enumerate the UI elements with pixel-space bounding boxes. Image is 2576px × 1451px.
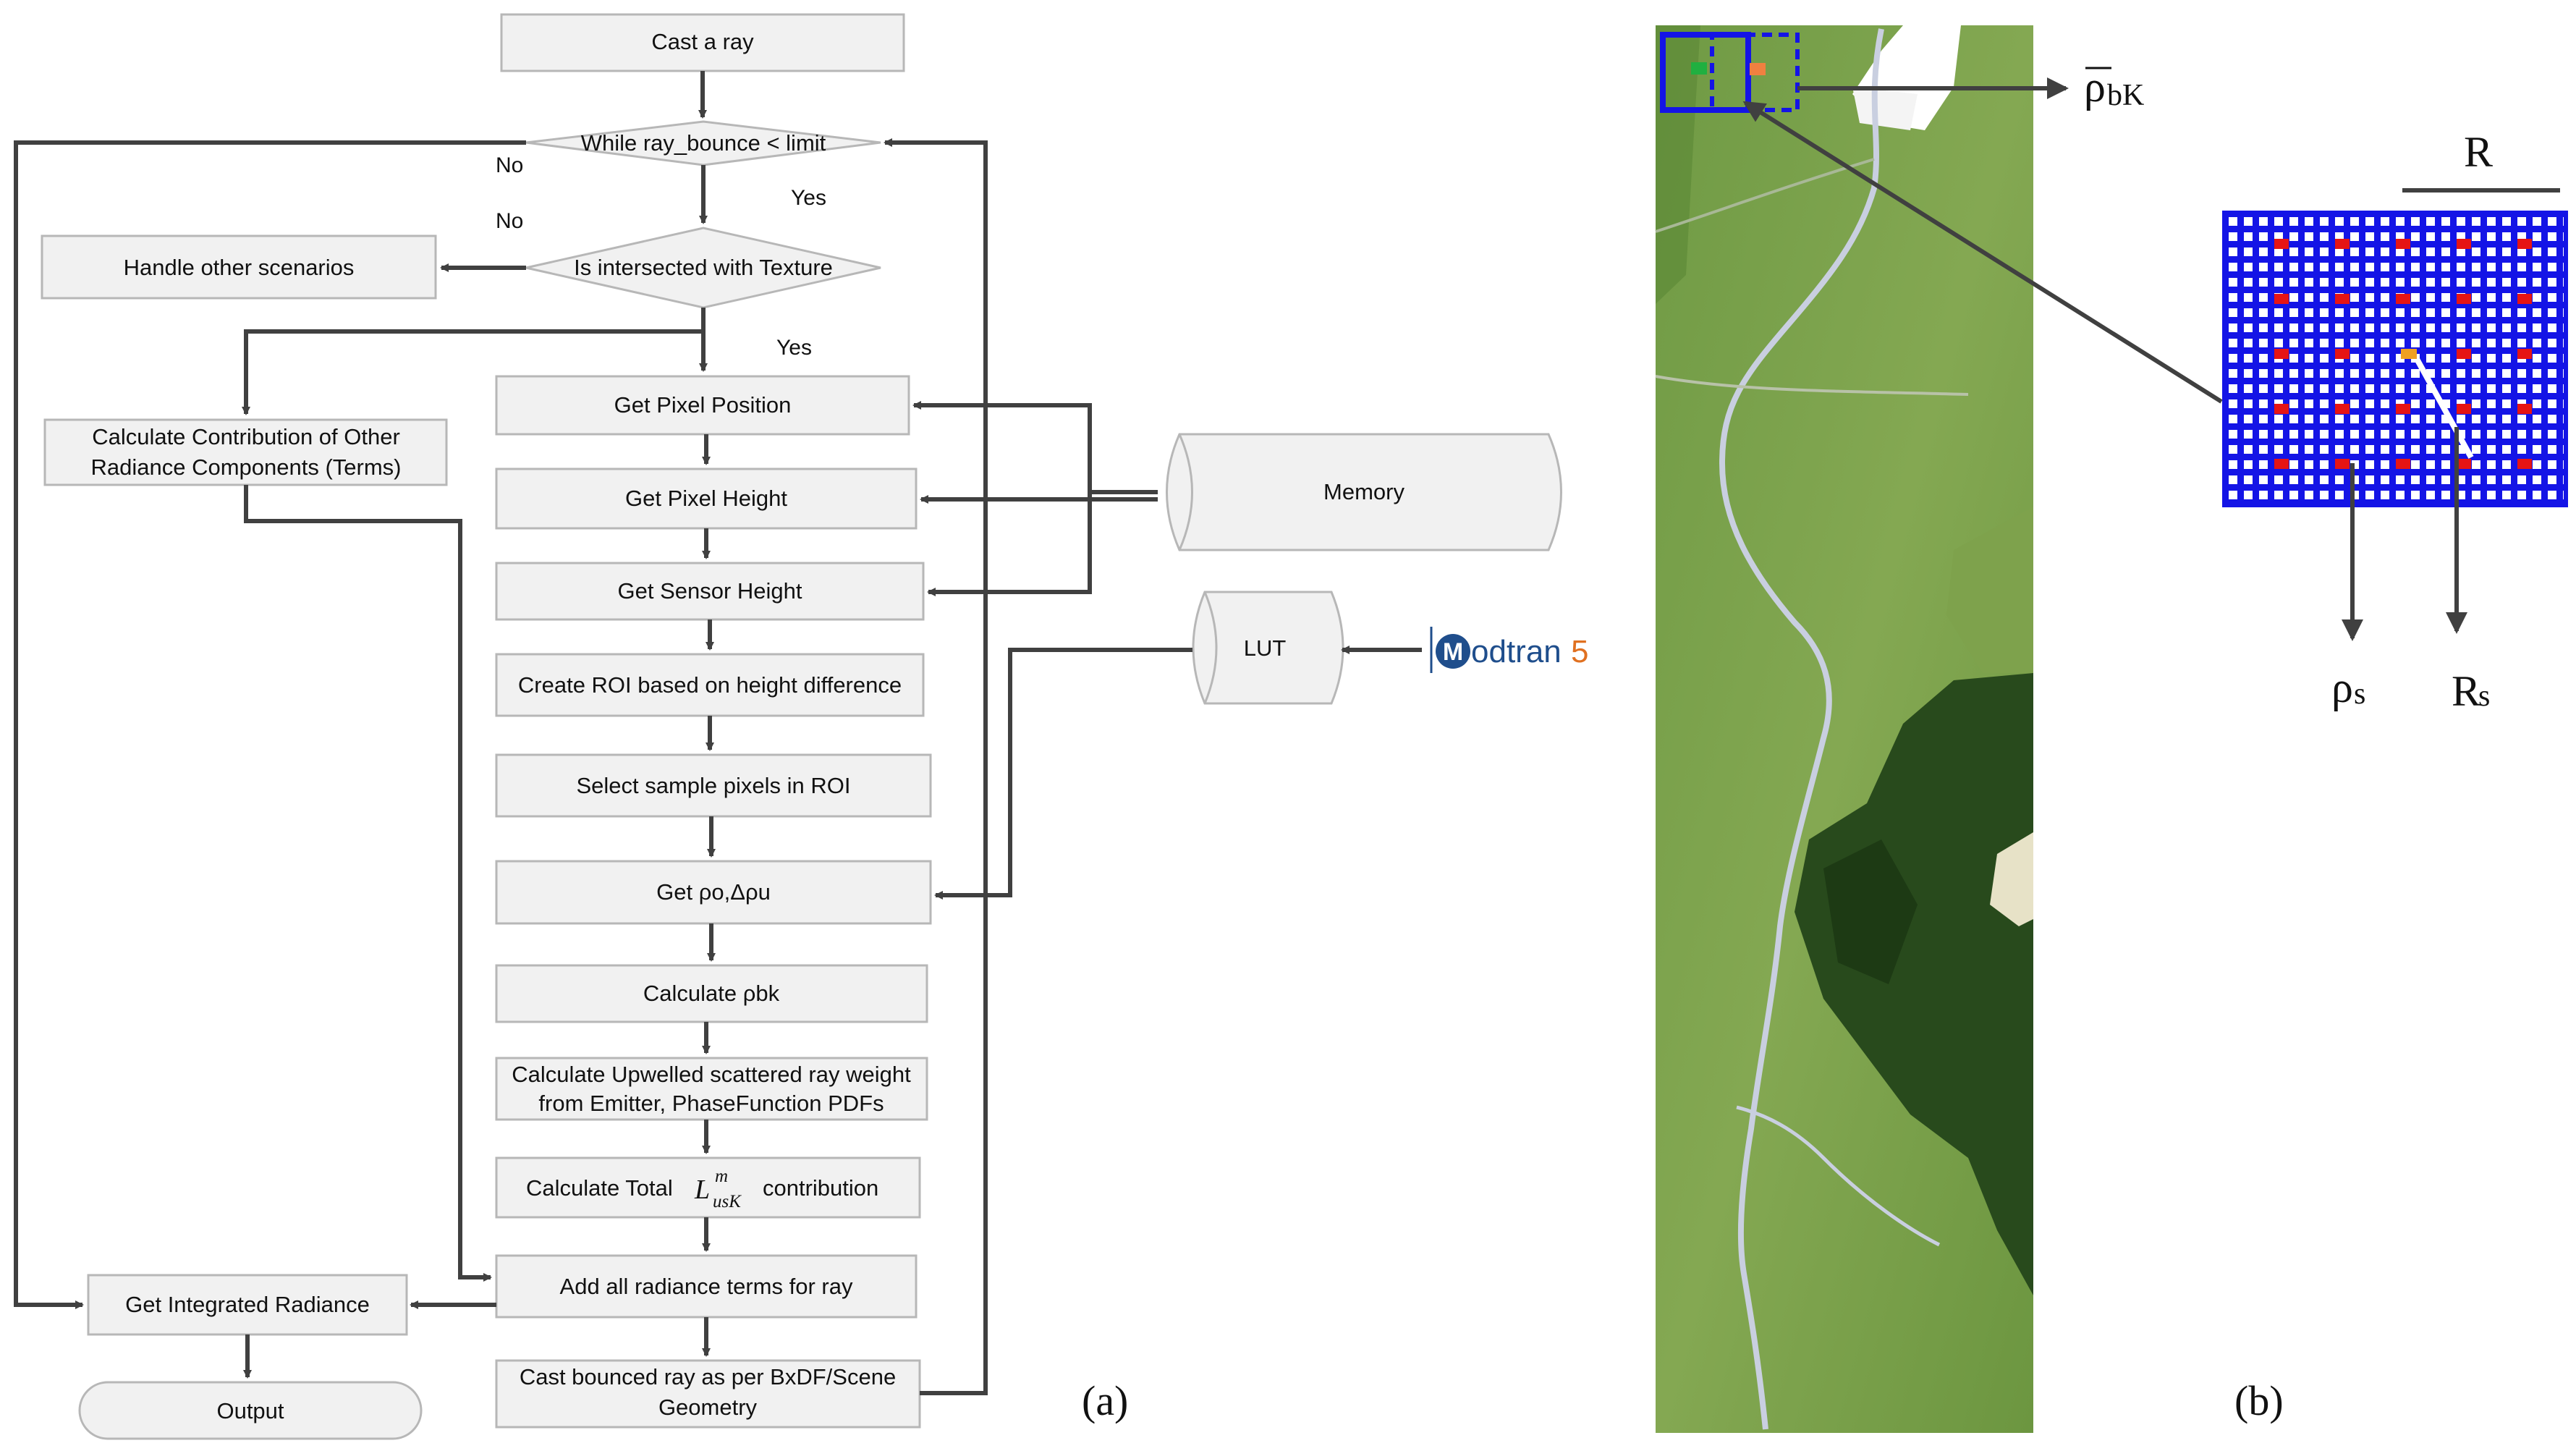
modtran-logo-version: 5 — [1571, 634, 1588, 669]
calc-total-sub: usK — [713, 1192, 742, 1211]
calc-total-prefix: Calculate Total — [526, 1175, 673, 1201]
edge-label-no-2: No — [496, 209, 523, 233]
get-integrated-node: Get Integrated Radiance — [87, 1274, 408, 1336]
get-sensor-height-node: Get Sensor Height — [495, 562, 925, 621]
rho-bk-subscript: bK — [2107, 79, 2144, 112]
flowchart-panel: Cast a ray While ray_bounce < limit Is i… — [14, 13, 1588, 1440]
calc-total-sup: m — [715, 1167, 728, 1186]
cast-bounced-line1: Cast bounced ray as per BxDF/Scene — [520, 1364, 896, 1389]
is-intersected-label: Is intersected with Texture — [574, 255, 833, 280]
aerial-image — [1655, 25, 2033, 1433]
calc-total-node: Calculate Total L m usK contribution — [495, 1156, 921, 1219]
edge-label-yes-1: Yes — [791, 186, 826, 210]
rho-s-label: ρ s — [2331, 664, 2365, 711]
flow-connectors — [14, 71, 1422, 1395]
calc-pbk-node: Calculate ρbk — [495, 964, 928, 1023]
calc-other-line1: Calculate Contribution of Other — [92, 424, 400, 449]
calc-upwelled-line1: Calculate Upwelled scattered ray weight — [512, 1062, 911, 1087]
panel-b-label: (b) — [2234, 1377, 2284, 1424]
get-pixel-height-node: Get Pixel Height — [495, 468, 918, 530]
create-roi-label: Create ROI based on height difference — [518, 672, 902, 698]
panel-b: ρ bK R — [1655, 25, 2568, 1433]
output-node: Output — [78, 1381, 423, 1440]
r-s-symbol: R — [2452, 667, 2480, 715]
lut-storage: LUT — [1192, 591, 1344, 705]
modtran-logo: M odtran 5 — [1430, 627, 1588, 673]
edge-label-yes-2: Yes — [776, 336, 812, 360]
r-s-subscript: s — [2478, 680, 2490, 713]
handle-other-label: Handle other scenarios — [124, 255, 355, 280]
calc-total-symbol: L — [694, 1175, 710, 1205]
rho-s-subscript: s — [2354, 677, 2365, 711]
create-roi-node: Create ROI based on height difference — [495, 653, 925, 717]
select-sample-node: Select sample pixels in ROI — [495, 753, 932, 818]
get-integrated-label: Get Integrated Radiance — [125, 1292, 370, 1317]
rho-bk-symbol: ρ — [2084, 63, 2106, 111]
pixel-grid — [2222, 211, 2568, 507]
cast-ray-node: Cast a ray — [500, 13, 905, 72]
r-s-label: R s — [2452, 667, 2490, 715]
panel-a-label: (a) — [1082, 1377, 1128, 1424]
add-all-label: Add all radiance terms for ray — [560, 1274, 853, 1299]
add-all-node: Add all radiance terms for ray — [495, 1254, 918, 1319]
cast-bounced-node: Cast bounced ray as per BxDF/Scene Geome… — [495, 1359, 921, 1429]
while-bounce-node: While ray_bounce < limit — [525, 120, 881, 166]
rho-bk-label: ρ bK — [2084, 63, 2144, 112]
edge-label-no-1: No — [496, 153, 523, 177]
is-intersected-node: Is intersected with Texture — [525, 227, 881, 309]
select-sample-label: Select sample pixels in ROI — [576, 773, 850, 798]
get-po-label: Get ρo,Δρu — [656, 879, 771, 905]
r-label: R — [2464, 128, 2493, 176]
get-pixel-position-node: Get Pixel Position — [495, 375, 910, 436]
lut-label: LUT — [1244, 635, 1287, 661]
cast-bounced-line2: Geometry — [658, 1395, 758, 1420]
output-label: Output — [216, 1398, 284, 1423]
rho-s-symbol: ρ — [2331, 664, 2353, 711]
get-pixel-position-label: Get Pixel Position — [614, 392, 792, 418]
get-po-node: Get ρo,Δρu — [495, 860, 932, 925]
calc-pbk-label: Calculate ρbk — [643, 981, 780, 1006]
calc-upwelled-line2: from Emitter, PhaseFunction PDFs — [538, 1091, 884, 1116]
cast-ray-label: Cast a ray — [651, 29, 754, 54]
calc-upwelled-node: Calculate Upwelled scattered ray weight … — [495, 1057, 928, 1121]
calc-other-line2: Radiance Components (Terms) — [90, 454, 401, 480]
calc-other-node: Calculate Contribution of Other Radiance… — [43, 418, 448, 486]
while-bounce-label: While ray_bounce < limit — [581, 130, 826, 156]
memory-label: Memory — [1323, 479, 1404, 504]
calc-total-suffix: contribution — [763, 1175, 878, 1201]
memory-storage: Memory — [1166, 433, 1562, 551]
modtran-logo-initial: M — [1443, 638, 1463, 666]
get-sensor-height-label: Get Sensor Height — [617, 578, 802, 604]
get-pixel-height-label: Get Pixel Height — [625, 486, 787, 511]
modtran-logo-text: odtran — [1471, 634, 1562, 669]
handle-other-node: Handle other scenarios — [41, 234, 437, 300]
